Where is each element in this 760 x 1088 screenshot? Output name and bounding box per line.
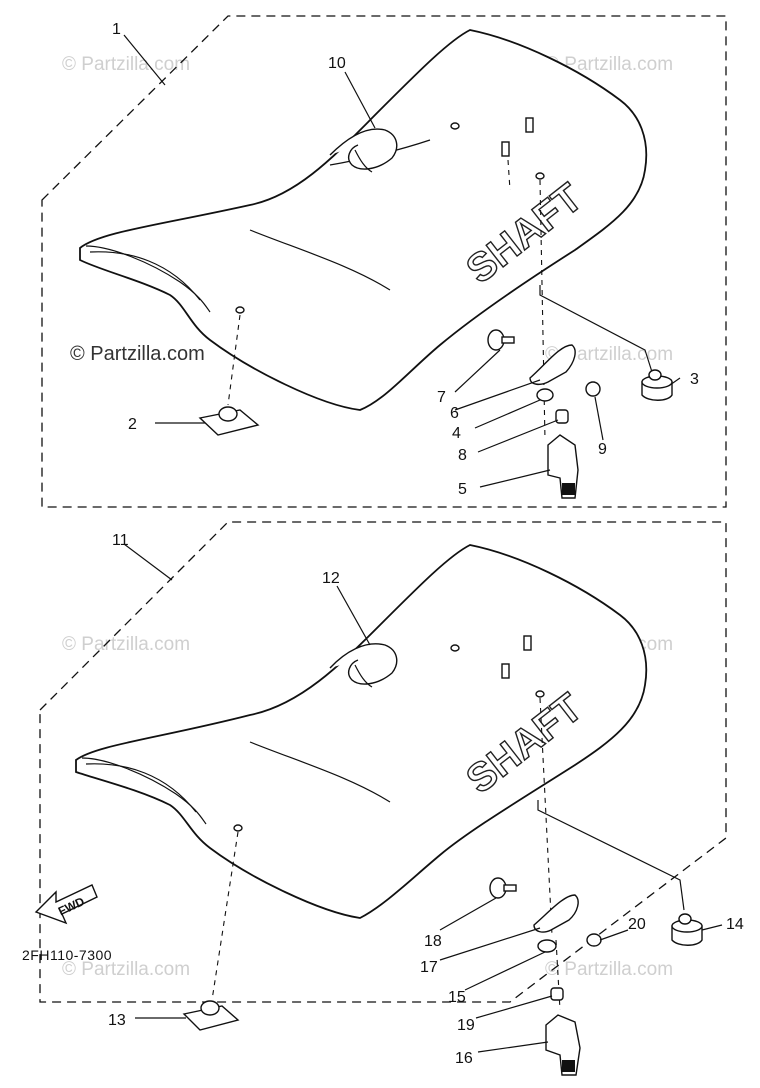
leader-line [454, 379, 541, 411]
callout-8: 8 [458, 447, 467, 464]
assembly-frame-top [41, 15, 727, 508]
part-5-hook-tab [562, 483, 575, 495]
watermark-primary: © Partzilla.com [70, 343, 205, 365]
seat-bottom-rim [81, 757, 207, 825]
watermark: © Partzilla.com [62, 959, 190, 980]
leader-line [539, 285, 653, 373]
seat-bottom-seam [85, 763, 197, 813]
watermark: © Partzilla.com [62, 634, 190, 655]
seat-top-seam [89, 251, 201, 301]
part-14-damper [671, 913, 703, 946]
leader-line [479, 469, 551, 488]
callout-5: 5 [458, 481, 467, 498]
leader-line [344, 71, 376, 129]
seat-hole [535, 690, 545, 698]
part-17-bracket [533, 894, 579, 933]
seat-top [79, 29, 648, 411]
part-16-hook-tab [562, 1060, 575, 1072]
watermark: © Partzilla.com [62, 54, 190, 75]
seat-hole [535, 172, 545, 180]
seat-stud [501, 663, 510, 679]
callout-13: 13 [108, 1012, 126, 1029]
part-13-plate [182, 1000, 240, 1031]
leader-line [669, 377, 681, 386]
leader-line [439, 897, 497, 931]
fwd-arrow-icon: FWD [34, 884, 98, 925]
part-2-plate [198, 406, 260, 436]
leader-line [439, 927, 541, 961]
callout-19: 19 [457, 1017, 475, 1034]
part-4-collar [536, 388, 554, 402]
leader-line [123, 34, 166, 86]
seat-strap [329, 643, 398, 685]
part-19-spring [550, 987, 564, 1001]
top-seat-assembly: SHAFT [41, 15, 727, 508]
part-15-collar [537, 939, 557, 953]
watermark: © Partzilla.com [545, 959, 673, 980]
leader-line [701, 924, 723, 931]
callout-17: 17 [420, 959, 438, 976]
callout-14: 14 [726, 916, 744, 933]
assembly-line [555, 939, 561, 1011]
part-5-hook [547, 434, 579, 499]
seat-strap [329, 128, 398, 170]
callout-16: 16 [455, 1050, 473, 1067]
part-18-bolt [489, 877, 517, 899]
diagram-code: 2FH110-7300 [22, 947, 112, 963]
leader-line [123, 543, 173, 581]
part-6-bracket [529, 344, 576, 386]
watermark: © Partzilla.com [545, 54, 673, 75]
leader-line [464, 951, 546, 991]
seat-hole [450, 122, 460, 130]
callout-18: 18 [424, 933, 442, 950]
assembly-frame-bottom [39, 521, 727, 1003]
leader-line [594, 396, 604, 441]
part-7-bolt [487, 329, 515, 351]
assembly-line [211, 831, 239, 1001]
callout-9: 9 [598, 441, 607, 458]
callout-1: 1 [112, 21, 121, 38]
assembly-line [539, 179, 546, 441]
leader-line [477, 1041, 549, 1053]
leader-line [537, 800, 685, 911]
leader-line [599, 929, 629, 941]
callout-12: 12 [322, 570, 340, 587]
seat-strap-fold [354, 664, 373, 688]
seat-hole [450, 644, 460, 652]
seat-top-contour [249, 229, 391, 291]
watermark: © Partzilla.com [545, 344, 673, 365]
seat-hole [235, 306, 245, 314]
leader-line [475, 995, 553, 1019]
callout-20: 20 [628, 916, 646, 933]
seat-bottom [75, 544, 648, 919]
seat-top-rim [85, 245, 211, 313]
seat-stud [525, 117, 534, 133]
callout-7: 7 [437, 389, 446, 406]
callout-4: 4 [452, 425, 461, 442]
bottom-seat-assembly: SHAFT [22, 521, 744, 1076]
leader-line [477, 419, 559, 453]
leader-line [336, 585, 371, 646]
callout-2: 2 [128, 416, 137, 433]
seat-hole [233, 824, 243, 832]
seat-stud [523, 635, 532, 651]
seat-strap-fold [354, 149, 373, 173]
leader-line [454, 349, 501, 393]
callout-10: 10 [328, 55, 346, 72]
fwd-label: FWD [56, 894, 87, 918]
seat-bottom-contour [249, 741, 391, 803]
leader-line [474, 399, 541, 429]
callout-3: 3 [690, 371, 699, 388]
part-8-spring [555, 409, 569, 424]
seat-stud [501, 141, 510, 157]
part-20-nut [586, 933, 602, 947]
part-9-nut [585, 381, 601, 397]
callout-15: 15 [448, 989, 466, 1006]
callout-11: 11 [112, 532, 129, 549]
part-3-damper [641, 369, 673, 401]
callout-6: 6 [450, 405, 459, 422]
